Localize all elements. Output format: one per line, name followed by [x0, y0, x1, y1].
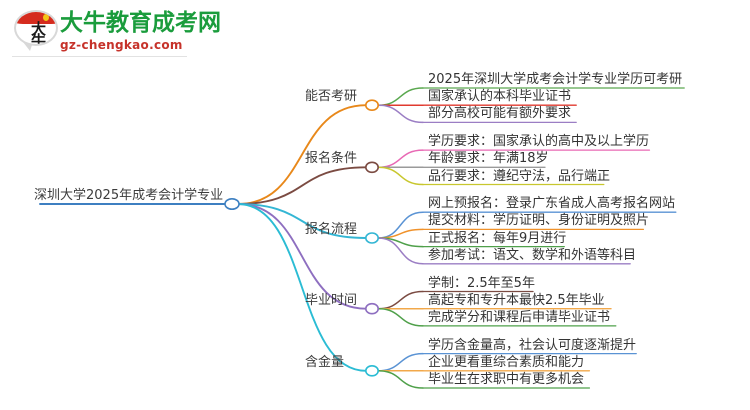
leaf-connector-5-3 — [377, 370, 424, 389]
leaf-label-2-3[interactable]: 品行要求：遵纪守法，品行端正 — [428, 168, 611, 184]
leaf-label-3-2[interactable]: 提交材料：学历证明、身份证明及照片 — [428, 213, 650, 229]
leaf-label-5-1[interactable]: 学历含金量高，社会认可度逐渐提升 — [428, 337, 637, 353]
leaf-label-1-2[interactable]: 国家承认的本科毕业证书 — [428, 89, 572, 105]
leaf-connector-1-3 — [377, 104, 424, 124]
leaf-label-3-1[interactable]: 网上预报名：登录广东省成人高考报名网站 — [428, 196, 676, 212]
leaf-connector-3-4 — [377, 237, 424, 265]
leaf-label-5-2[interactable]: 企业更看重综合素质和能力 — [428, 354, 585, 370]
branch-connector-5 — [237, 203, 367, 372]
branch-node-2[interactable] — [364, 161, 379, 174]
header-divider — [12, 56, 187, 57]
leaf-label-4-1[interactable]: 学制：2.5年至5年 — [428, 275, 535, 291]
branch-connector-1 — [237, 104, 367, 205]
branch-connector-2 — [237, 166, 367, 205]
leaf-connector-4-3 — [377, 307, 424, 327]
branch-node-1[interactable] — [364, 99, 379, 111]
leaf-label-4-2[interactable]: 高起专和专升本最快2.5年毕业 — [428, 292, 605, 308]
logo-glyph-line-2: 牛 — [30, 32, 46, 46]
root-node[interactable] — [224, 198, 240, 211]
leaf-label-4-3[interactable]: 完成学分和课程后申请毕业证书 — [428, 309, 611, 325]
branch-connector-3 — [237, 203, 367, 239]
branch-label-4[interactable]: 毕业时间 — [305, 292, 358, 308]
branch-node-4[interactable] — [364, 302, 379, 315]
leaf-connector-4-1 — [377, 290, 424, 310]
leaf-label-2-2[interactable]: 年龄要求：年满18岁 — [428, 151, 549, 167]
branch-connector-4 — [237, 203, 367, 310]
leaf-label-3-4[interactable]: 参加考试：语文、数学和外语等科目 — [428, 247, 637, 263]
logo-glyph: 大 牛 — [16, 20, 56, 46]
branch-label-2[interactable]: 报名条件 — [305, 151, 358, 167]
leaf-label-3-3[interactable]: 正式报名：每年9月进行 — [428, 230, 567, 246]
brand-logo-icon: 大 牛 — [14, 10, 60, 54]
site-header: 大 牛 大牛教育成考网 gz-chengkao.com — [0, 0, 750, 62]
root-label[interactable]: 深圳大学2025年成考会计学专业 — [34, 188, 224, 203]
brand-url: gz-chengkao.com — [60, 38, 183, 52]
logo-speech-bubble-icon: 大 牛 — [14, 10, 58, 46]
logo-bubble-dot-icon — [43, 14, 49, 21]
branch-label-3[interactable]: 报名流程 — [305, 222, 358, 237]
leaf-label-1-1[interactable]: 2025年深圳大学成考会计学专业学历可考研 — [428, 72, 683, 87]
leaf-label-1-3[interactable]: 部分高校可能有额外要求 — [428, 106, 572, 122]
brand-text-block: 大牛教育成考网 gz-chengkao.com — [60, 10, 221, 53]
leaf-label-5-3[interactable]: 毕业生在求职中有更多机会 — [428, 372, 585, 387]
branch-node-5[interactable] — [364, 364, 379, 377]
leaf-label-2-1[interactable]: 学历要求：国家承认的高中及以上学历 — [428, 134, 650, 150]
leaf-connector-5-1 — [377, 352, 424, 372]
leaf-connector-1-1 — [377, 87, 424, 106]
brand-name: 大牛教育成考网 — [60, 10, 221, 36]
logo-bubble-tail-icon — [23, 42, 33, 51]
logo-glyph-line-1: 大 — [30, 20, 46, 38]
branch-node-3[interactable] — [364, 232, 379, 244]
leaf-connector-2-1 — [377, 149, 424, 169]
branch-label-5[interactable]: 含金量 — [305, 354, 345, 370]
leaf-connector-2-3 — [377, 166, 424, 186]
branch-label-1[interactable]: 能否考研 — [305, 89, 358, 105]
